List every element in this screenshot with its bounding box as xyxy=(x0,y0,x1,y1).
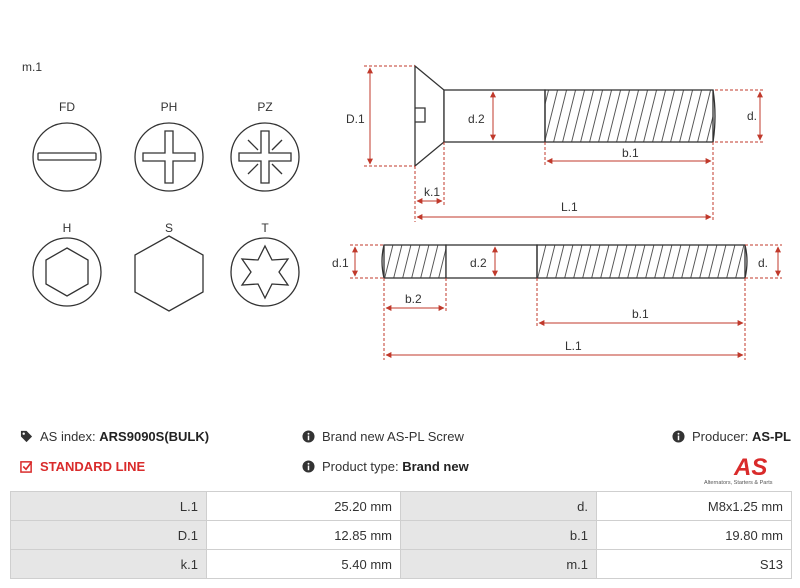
logo-text: AS xyxy=(733,454,767,481)
spec-key: m.1 xyxy=(400,549,597,579)
drive-label-h: H xyxy=(63,221,72,235)
dim-k1-label: k.1 xyxy=(424,185,440,199)
dim-d-label: d. xyxy=(747,109,757,123)
dim-L1-label: L.1 xyxy=(561,200,578,214)
checkbox-icon xyxy=(20,461,33,473)
dim-stud-d-label: d. xyxy=(758,256,768,270)
spec-value: 25.20 mm xyxy=(206,491,401,521)
table-row: D.1 12.85 mm b.1 19.80 mm xyxy=(10,520,792,550)
as-index-value: ARS9090S(BULK) xyxy=(99,429,210,444)
dim-stud-b2-label: b.2 xyxy=(405,292,422,306)
drive-label-pz: PZ xyxy=(257,100,272,114)
table-row: k.1 5.40 mm m.1 S13 xyxy=(10,549,792,579)
logo-tagline: Alternators, Starters & Parts xyxy=(704,480,773,486)
as-index-label: AS index: xyxy=(40,429,96,444)
spec-value: S13 xyxy=(596,549,792,579)
producer: Producer: AS-PL xyxy=(672,429,791,444)
pozidriv-drive-icon xyxy=(230,122,300,192)
spec-value: 19.80 mm xyxy=(596,520,792,550)
spec-value: 12.85 mm xyxy=(206,520,401,550)
phillips-drive-icon xyxy=(134,122,204,192)
dim-stud-d1-label: d.1 xyxy=(332,256,349,270)
brand-text: Brand new AS-PL Screw xyxy=(322,429,464,444)
tag-icon xyxy=(20,430,33,443)
dim-b1-label: b.1 xyxy=(622,146,639,160)
dim-d2-label: d.2 xyxy=(468,112,485,126)
product-type-label: Product type: xyxy=(322,459,399,474)
standard-line: STANDARD LINE xyxy=(20,459,145,474)
technical-drawing: m.1 FD PH PZ H S T xyxy=(22,60,782,360)
spec-value: 5.40 mm xyxy=(206,549,401,579)
spec-value: M8x1.25 mm xyxy=(596,491,792,521)
drive-label-s: S xyxy=(165,221,173,235)
product-type-value: Brand new xyxy=(402,459,469,474)
spec-key: L.1 xyxy=(10,491,207,521)
drive-label-ph: PH xyxy=(161,100,178,114)
dim-stud-d2-label: d.2 xyxy=(470,256,487,270)
product-type: Product type: Brand new xyxy=(302,459,469,474)
countersunk-screw-drawing: D.1 d.2 d. b.1 k.1 L.1 xyxy=(346,64,765,222)
dim-D1-label: D.1 xyxy=(346,112,365,126)
drive-label-t: T xyxy=(261,221,269,235)
info-icon xyxy=(302,430,315,443)
torx-drive-icon xyxy=(230,237,300,307)
hex-socket-drive-icon xyxy=(32,237,102,307)
as-index: AS index: ARS9090S(BULK) xyxy=(20,429,209,444)
as-logo: AS Alternators, Starters & Parts xyxy=(704,452,796,486)
producer-label: Producer: xyxy=(692,429,749,444)
dim-stud-L1-label: L.1 xyxy=(565,339,582,353)
brand-info: Brand new AS-PL Screw xyxy=(302,429,464,444)
spec-key: k.1 xyxy=(10,549,207,579)
drive-label-fd: FD xyxy=(59,100,75,114)
info-icon xyxy=(302,460,315,473)
label-m1: m.1 xyxy=(22,60,42,74)
info-icon xyxy=(672,430,685,443)
stud-screw-drawing: d.1 d.2 d. b.2 b.1 L.1 xyxy=(332,244,782,360)
table-row: L.1 25.20 mm d. M8x1.25 mm xyxy=(10,491,792,521)
producer-value: AS-PL xyxy=(752,429,791,444)
standard-line-label: STANDARD LINE xyxy=(40,459,146,474)
slotted-drive-icon xyxy=(32,122,102,192)
spec-key: d. xyxy=(400,491,597,521)
spec-key: b.1 xyxy=(400,520,597,550)
spec-key: D.1 xyxy=(10,520,207,550)
spec-table: L.1 25.20 mm d. M8x1.25 mm D.1 12.85 mm … xyxy=(10,491,792,579)
dim-stud-b1-label: b.1 xyxy=(632,307,649,321)
external-hex-drive-icon xyxy=(134,235,204,312)
